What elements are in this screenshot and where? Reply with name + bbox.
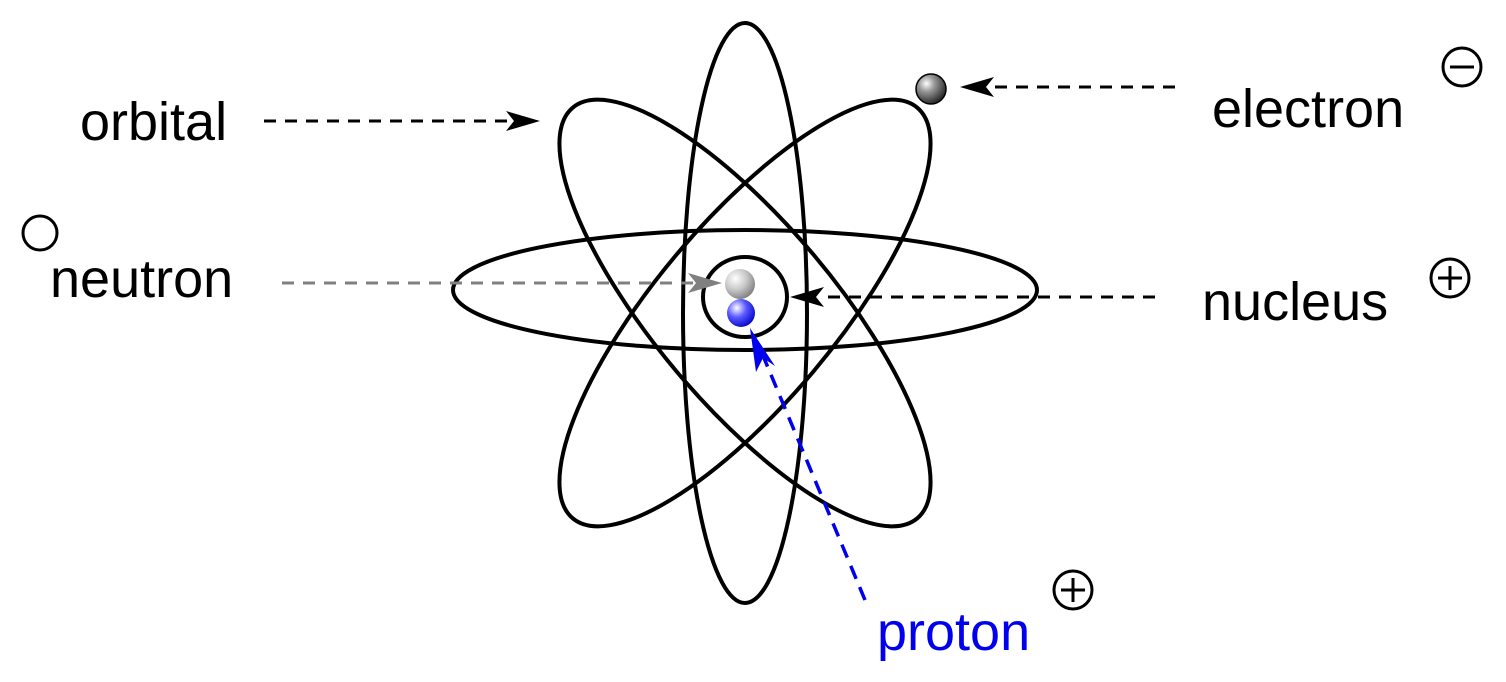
orbital-horizontal (451, 228, 1039, 352)
neutron-particle (725, 269, 755, 299)
electron-minus-icon (1441, 46, 1483, 88)
nucleus-label: nucleus (1202, 272, 1388, 332)
nucleus-arrow (790, 287, 1155, 307)
orbits (451, 21, 1039, 605)
nucleus-plus-icon (1429, 257, 1471, 299)
electron-label: electron (1212, 79, 1404, 139)
orbital-label: orbital (80, 92, 227, 152)
electron-particle (915, 73, 947, 105)
nucleus-ring (701, 255, 789, 339)
electron-arrow (960, 77, 1175, 97)
orbital-arrow (264, 111, 540, 131)
orbital-diagonal-left (557, 97, 933, 529)
neutron-arrow (282, 273, 722, 293)
orbital-diagonal-right (557, 97, 933, 529)
orbital-vertical (681, 21, 809, 605)
proton-label: proton (877, 602, 1030, 662)
proton-plus-icon (1052, 569, 1094, 611)
proton-particle (727, 299, 755, 327)
neutron-neutral-icon (21, 214, 59, 252)
proton-arrow (750, 328, 867, 601)
neutron-label: neutron (50, 249, 233, 309)
